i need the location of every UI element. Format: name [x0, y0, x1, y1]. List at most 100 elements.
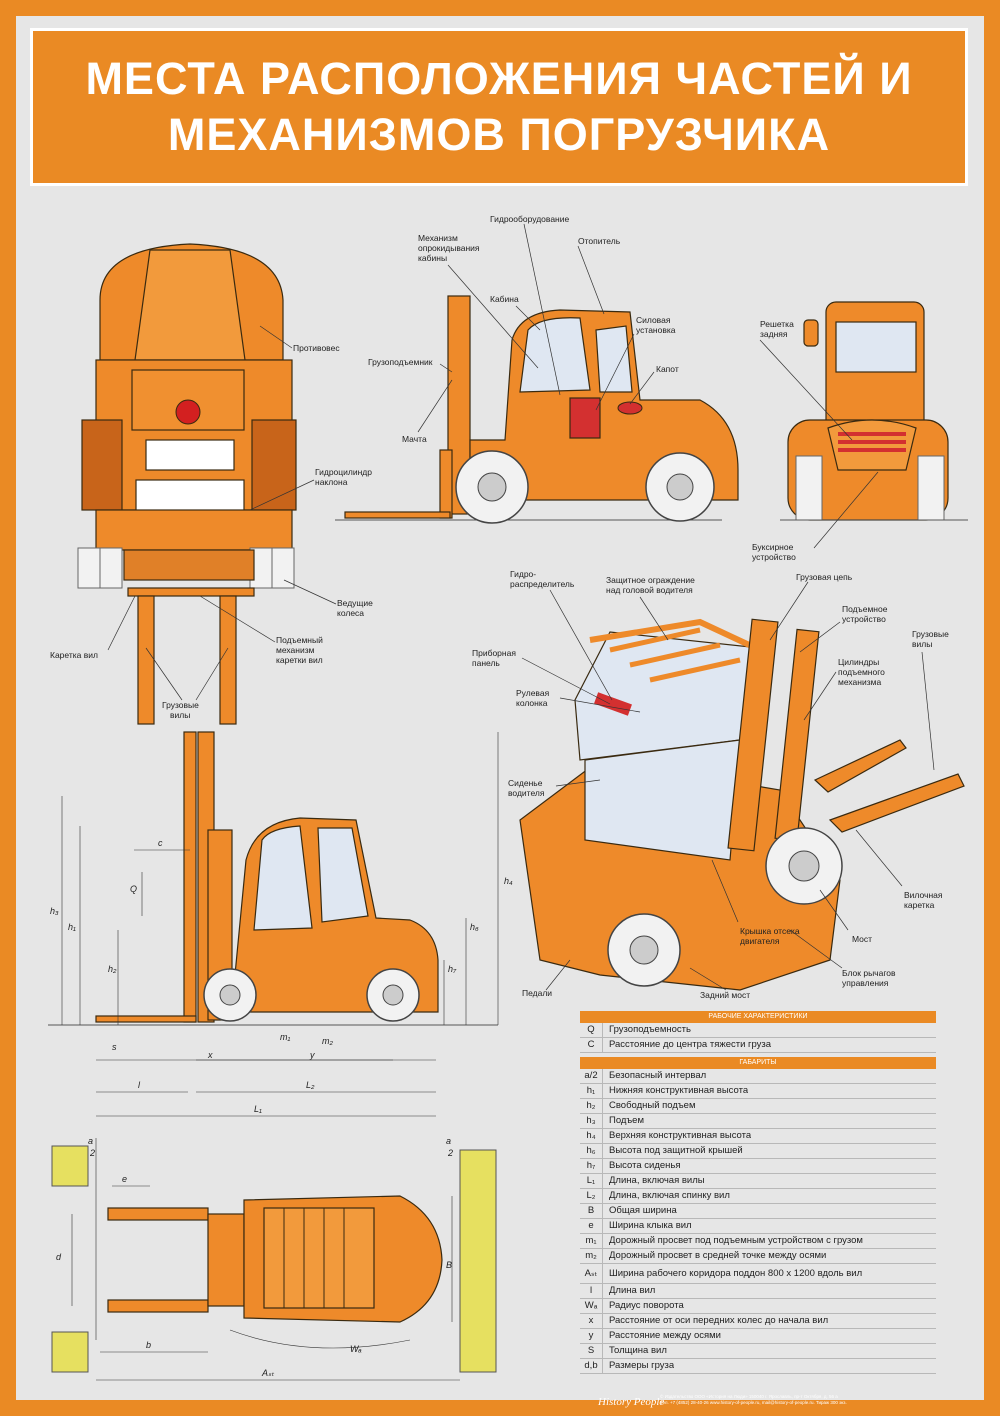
spec-row: m₁ Дорожный просвет под подъемным устройс…: [580, 1234, 936, 1249]
callout-text: вилы: [170, 710, 190, 720]
spec-text: Дорожный просвет под подъемным устройств…: [609, 1235, 863, 1246]
callout-text: опрокидывания: [418, 243, 480, 253]
label-silovaya: Силовая: [636, 315, 671, 325]
label-gidrooborud: Гидрооборудование: [490, 214, 569, 224]
side-view-callouts: Гидрооборудование Отопитель Механизм опр…: [368, 214, 679, 444]
dim-q: Q: [130, 884, 137, 894]
spec-symbol: m₁: [580, 1234, 603, 1248]
dim-a-left: a: [88, 1136, 93, 1146]
label-otopitel: Отопитель: [578, 236, 621, 246]
spec-row: h₄ Верхняя конструктивная высота: [580, 1129, 936, 1144]
callout-text: панель: [472, 658, 500, 668]
spec-symbol: l: [580, 1284, 603, 1298]
dim-ast: Aₛₜ: [261, 1368, 274, 1378]
spec-text: Подъем: [609, 1115, 644, 1126]
dim-d: d: [56, 1252, 62, 1262]
callout-text: двигателя: [740, 936, 780, 946]
spec-header-dims: Габариты: [580, 1057, 936, 1069]
spec-text: Высота сиденья: [609, 1160, 681, 1171]
callout-text: каретка: [904, 900, 935, 910]
callout-text: водителя: [508, 788, 545, 798]
spec-symbol: Aₛₜ: [580, 1264, 603, 1283]
forklift-rear-view: [77, 243, 297, 725]
callout-text: механизма: [838, 677, 881, 687]
spec-header-work: Рабочие характеристики: [580, 1011, 936, 1023]
dim-wa: Wₐ: [350, 1344, 362, 1354]
label-pribor: Приборная: [472, 648, 516, 658]
dim-m2: m₂: [322, 1036, 333, 1046]
label-protivoves: Противовес: [293, 343, 340, 353]
title-line-1: МЕСТА РАСПОЛОЖЕНИЯ ЧАСТЕЙ И: [85, 53, 913, 104]
callout-text: устройство: [752, 552, 796, 562]
spec-text: Грузоподъемность: [609, 1024, 691, 1035]
dim-c: c: [158, 838, 163, 848]
dim-m1: m₁: [280, 1032, 290, 1042]
forklift-dimension-side-view: c Q h₃ h₁ h₂ h₄ h₆ h₇ s x y m₁ m₂ l L₂ L…: [48, 731, 513, 1117]
label-gidrorasp: Гидро-: [510, 569, 536, 579]
dim-l: l: [138, 1080, 141, 1090]
spec-symbol: d,b: [580, 1359, 603, 1373]
label-vedushchie: Ведущие: [337, 598, 373, 608]
dim-y: y: [309, 1050, 315, 1060]
dim-h6: h₆: [470, 922, 479, 932]
label-gruz-vily-front: Грузовые: [162, 700, 199, 710]
spec-text: Расстояние между осями: [609, 1330, 721, 1341]
label-kapot: Капот: [656, 364, 679, 374]
forklift-back-view: [780, 301, 968, 521]
callout-text: установка: [636, 325, 676, 335]
label-pedali: Педали: [522, 988, 552, 998]
spec-symbol: m₂: [580, 1249, 603, 1263]
label-podem-ustr: Подъемное: [842, 604, 888, 614]
spec-text: Общая ширина: [609, 1205, 677, 1216]
spec-symbol: h₁: [580, 1084, 603, 1098]
spec-symbol: e: [580, 1219, 603, 1233]
isometric-callouts: Гидро- распределитель Защитное ограждени…: [472, 569, 949, 1000]
spec-symbol: x: [580, 1314, 603, 1328]
callout-text: задняя: [760, 329, 788, 339]
spec-symbol: C: [580, 1038, 603, 1052]
callout-text: наклона: [315, 477, 348, 487]
label-gidrotsilindr: Гидроцилиндр: [315, 467, 372, 477]
spec-symbol: h₃: [580, 1114, 603, 1128]
label-tsilindry: Цилиндры: [838, 657, 879, 667]
spec-text: Радиус поворота: [609, 1300, 684, 1311]
rear-view-callouts: Противовес Гидроцилиндр наклона Ведущие …: [50, 325, 373, 720]
callout-text: каретки вил: [276, 655, 323, 665]
dim-b-width: B: [446, 1260, 452, 1270]
footer-imprint: © Издательство ООО «История на Люди» 150…: [660, 1394, 847, 1405]
title-banner: МЕСТА РАСПОЛОЖЕНИЯ ЧАСТЕЙ И МЕХАНИЗМОВ П…: [30, 28, 968, 186]
spec-text: Безопасный интервал: [609, 1070, 707, 1081]
callout-text: распределитель: [510, 579, 575, 589]
dim-e: e: [122, 1174, 127, 1184]
label-mekh-ogr: Механизм: [418, 233, 458, 243]
label-gruzopodemnik: Грузоподъемник: [368, 357, 433, 367]
label-machta: Мачта: [402, 434, 427, 444]
label-zashch: Защитное ограждение: [606, 575, 695, 585]
label-karetka-vil: Каретка вил: [50, 650, 98, 660]
dim-h3: h₃: [50, 906, 59, 916]
spec-symbol: S: [580, 1344, 603, 1358]
title-line-2: МЕХАНИЗМОВ ПОГРУЗЧИКА: [167, 109, 831, 160]
spec-text: Высота под защитной крышей: [609, 1145, 743, 1156]
dim-x: x: [207, 1050, 213, 1060]
back-view-callouts: Решетка задняя Буксирное устройство: [752, 319, 879, 562]
spec-symbol: h₄: [580, 1129, 603, 1143]
spec-symbol: h₂: [580, 1099, 603, 1113]
spec-text: Дорожный просвет в средней точке между о…: [609, 1250, 827, 1261]
label-gruz-tsep: Грузовая цепь: [796, 572, 853, 582]
label-vilochnaya: Вилочная: [904, 890, 943, 900]
spec-text: Верхняя конструктивная высота: [609, 1130, 752, 1141]
callout-text: колонка: [516, 698, 548, 708]
dim-l1: L₁: [254, 1104, 262, 1114]
